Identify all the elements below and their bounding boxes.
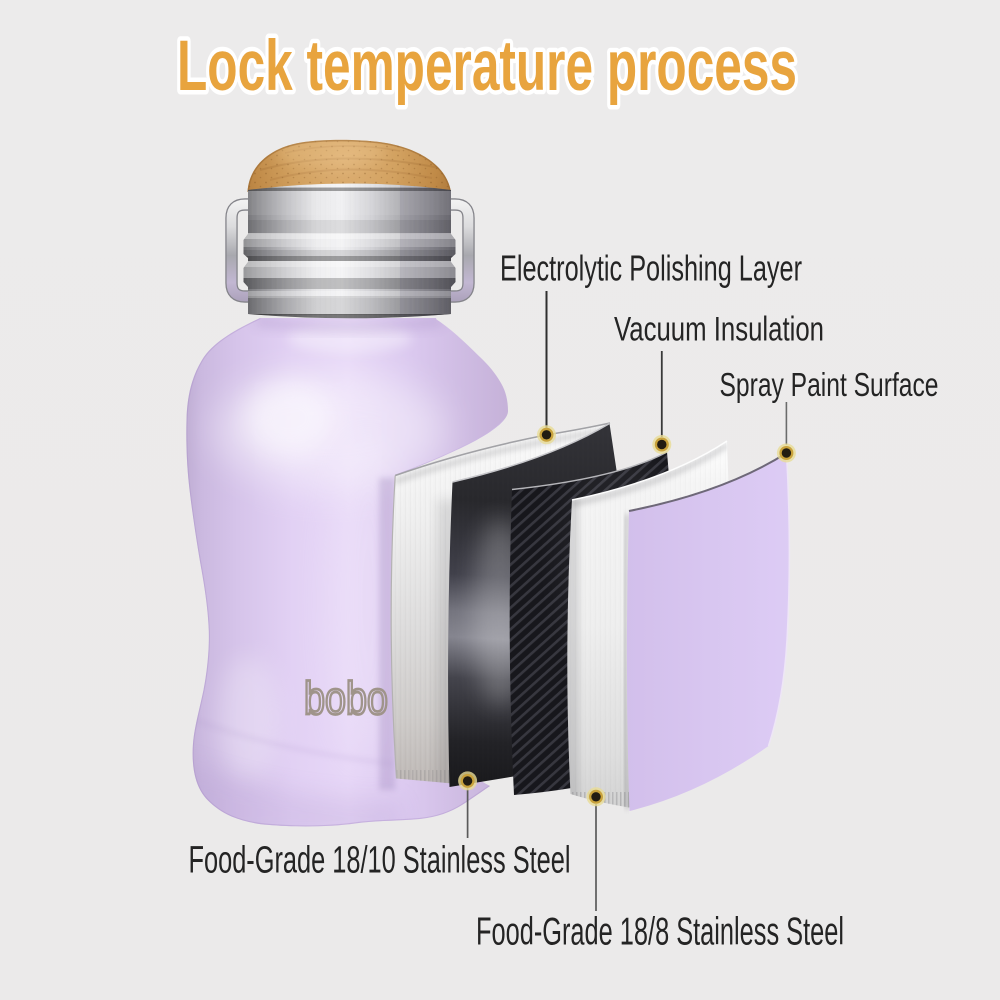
svg-text:Food-Grade 18/8 Stainless Stee: Food-Grade 18/8 Stainless Steel [476,911,844,954]
svg-text:Vacuum Insulation: Vacuum Insulation [614,310,824,348]
svg-text:Lock temperature process: Lock temperature process [177,27,797,106]
svg-text:Electrolytic Polishing Layer: Electrolytic Polishing Layer [500,248,802,289]
svg-text:Spray Paint Surface: Spray Paint Surface [720,366,939,403]
svg-text:bobo: bobo [304,672,388,724]
svg-text:Food-Grade 18/10 Stainless Ste: Food-Grade 18/10 Stainless Steel [189,840,571,882]
